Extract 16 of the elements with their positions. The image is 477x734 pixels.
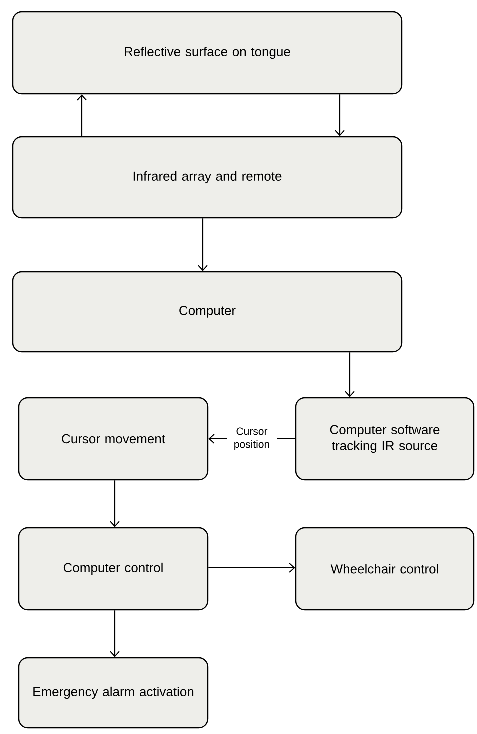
arrow bbox=[335, 94, 345, 136]
arrow bbox=[110, 610, 120, 658]
arrow bbox=[110, 480, 120, 528]
arrow bbox=[208, 563, 296, 573]
arrow bbox=[345, 352, 355, 398]
process-box: Computer control bbox=[18, 527, 209, 611]
process-box: Infrared array and remote bbox=[12, 136, 403, 219]
process-box: Computer software tracking IR source bbox=[295, 397, 475, 481]
process-box: Cursor movement bbox=[18, 397, 209, 481]
process-box: Wheelchair control bbox=[295, 527, 475, 611]
arrow bbox=[198, 218, 208, 272]
edge-label: Cursor position bbox=[227, 426, 277, 452]
process-box: Reflective surface on tongue bbox=[12, 11, 403, 95]
process-box: Emergency alarm activation bbox=[18, 657, 209, 729]
arrow bbox=[77, 94, 87, 136]
process-box: Computer bbox=[12, 271, 403, 353]
